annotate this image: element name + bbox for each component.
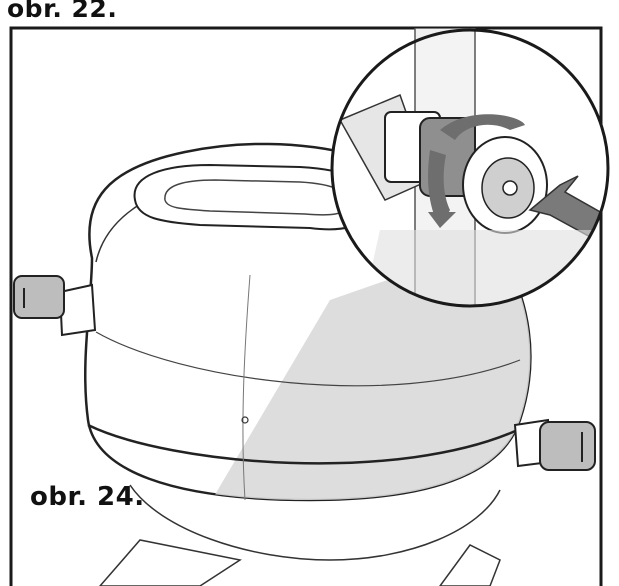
magnified-detail <box>330 28 610 308</box>
figure-label-bottom: obr. 24. <box>30 482 145 512</box>
right-knob <box>513 418 596 471</box>
frame-border <box>9 26 603 586</box>
figure-label-top: obr. 22. <box>7 0 118 23</box>
rotation-arrow-icon <box>440 114 525 140</box>
filter-canister <box>84 142 532 586</box>
left-knob <box>13 275 97 337</box>
